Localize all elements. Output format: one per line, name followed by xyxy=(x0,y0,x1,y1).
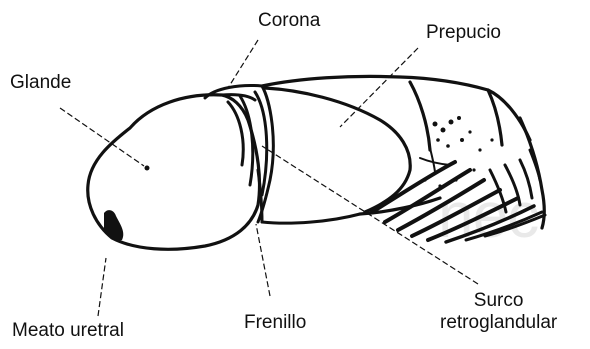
label-meato-uretral: Meato uretral xyxy=(12,320,124,342)
leader-meato xyxy=(98,258,106,316)
label-surco-retroglandular: Surco retroglandular xyxy=(440,290,557,334)
label-surco-line2: retroglandular xyxy=(440,312,557,334)
frenulum-outline xyxy=(258,170,360,223)
label-prepucio: Prepucio xyxy=(426,22,501,44)
leader-prepucio xyxy=(340,48,418,127)
leader-frenillo xyxy=(256,224,270,296)
glans-dot xyxy=(145,166,150,171)
foreskin-hatching xyxy=(372,148,545,242)
leader-corona xyxy=(228,40,258,88)
label-corona: Corona xyxy=(258,10,320,32)
label-glande: Glande xyxy=(10,72,71,94)
meatus-mark xyxy=(104,210,123,240)
label-frenillo: Frenillo xyxy=(244,312,306,334)
label-surco-line1: Surco xyxy=(440,290,557,312)
leader-glande xyxy=(60,108,144,166)
